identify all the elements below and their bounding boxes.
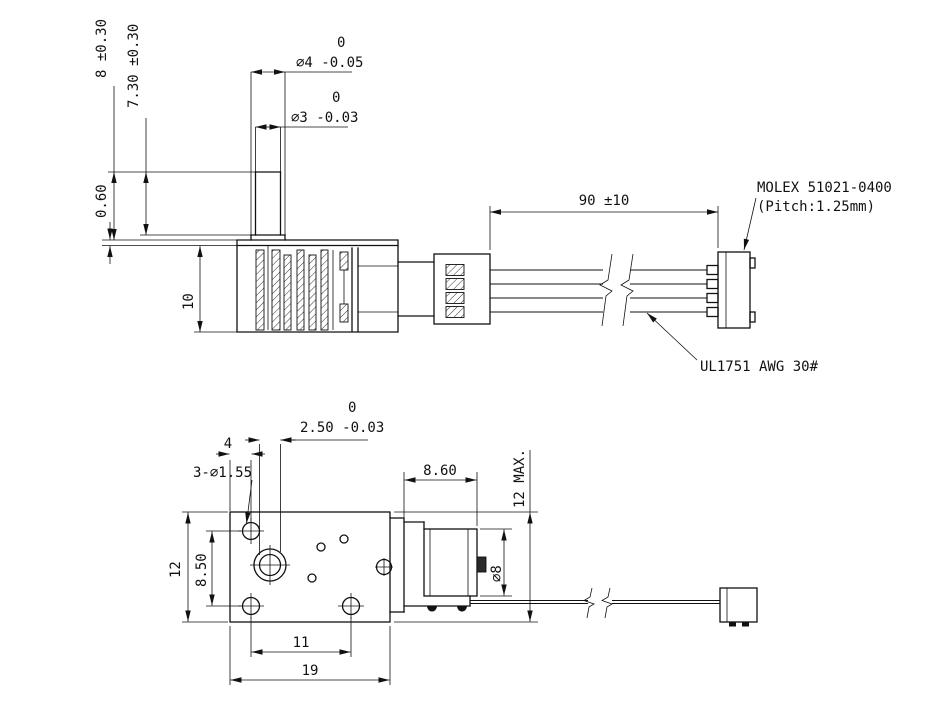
dim-d4-tol-upper: 0	[337, 35, 345, 51]
dim-offset-tol-upper: 0	[348, 400, 356, 416]
dim-hole-span-h: 11	[293, 635, 310, 651]
dim-edge-offset: 4	[224, 436, 232, 452]
bearing-stub	[476, 556, 487, 573]
label-molex-pitch: (Pitch:1.25mm)	[757, 199, 875, 215]
plan-view: 0 2.50 -0.03 4 3-⌀1.55 11 19 8.60 12 8.5…	[168, 400, 758, 685]
molex-connector	[706, 251, 756, 329]
break-symbol	[601, 587, 613, 619]
connector-pin	[729, 622, 736, 627]
motor-foot	[457, 606, 467, 612]
label-mount-holes: 3-⌀1.55	[193, 465, 252, 481]
dim-shaft-d4: ⌀4 -0.05	[296, 55, 363, 71]
wire-spec-leader-line	[646, 312, 698, 361]
lead-wire-plan	[470, 587, 720, 619]
face-screw	[375, 558, 393, 576]
dim-shaft-d3: ⌀3 -0.03	[291, 110, 358, 126]
wire-connector-plan	[719, 587, 758, 627]
dim-shaft-length-total: 8 ±0.30	[94, 19, 110, 78]
dim-motor-overhang: 8.60	[423, 463, 457, 479]
break-symbol	[620, 253, 634, 327]
motor-can	[389, 517, 487, 613]
connector-pin	[742, 622, 749, 627]
screw-holes	[238, 518, 364, 619]
shaft-boss	[250, 545, 290, 585]
dim-plate-width: 19	[302, 663, 319, 679]
terminal-block	[397, 253, 491, 325]
gear-train-section	[255, 247, 398, 332]
dim-plate-height: 12	[168, 561, 184, 578]
output-shaft	[250, 72, 286, 241]
dim-motor-diameter: ⌀8	[489, 565, 505, 582]
mounting-plate-gearbox	[236, 239, 399, 333]
dim-hole-span-v: 8.50	[194, 553, 210, 587]
dim-overall-max-height: 12 MAX.	[512, 449, 528, 508]
pilot-holes	[307, 534, 349, 583]
lead-wires	[490, 253, 707, 327]
dimension-lines-side	[102, 69, 757, 361]
motor-foot	[427, 606, 437, 612]
break-symbol	[599, 253, 613, 327]
molex-leader-line	[743, 197, 757, 251]
dim-shaft-offset: 2.50 -0.03	[300, 420, 384, 436]
dim-wire-length: 90 ±10	[579, 193, 630, 209]
break-symbol	[583, 587, 595, 619]
dim-gearbox-height: 10	[181, 293, 197, 310]
side-view: 0 ⌀4 -0.05 0 ⌀3 -0.03 90 ±10 MOLEX 51021…	[94, 19, 892, 375]
dim-d3-tol-upper: 0	[332, 90, 340, 106]
label-molex-part: MOLEX 51021-0400	[757, 180, 892, 196]
dimension-lines-plan	[182, 437, 538, 685]
label-wire-spec: UL1751 AWG 30#	[700, 359, 819, 375]
dim-plate-thickness: 0.60	[94, 184, 110, 218]
dim-shaft-length-d3: 7.30 ±0.30	[126, 24, 142, 108]
holes-leader-line	[245, 479, 253, 524]
